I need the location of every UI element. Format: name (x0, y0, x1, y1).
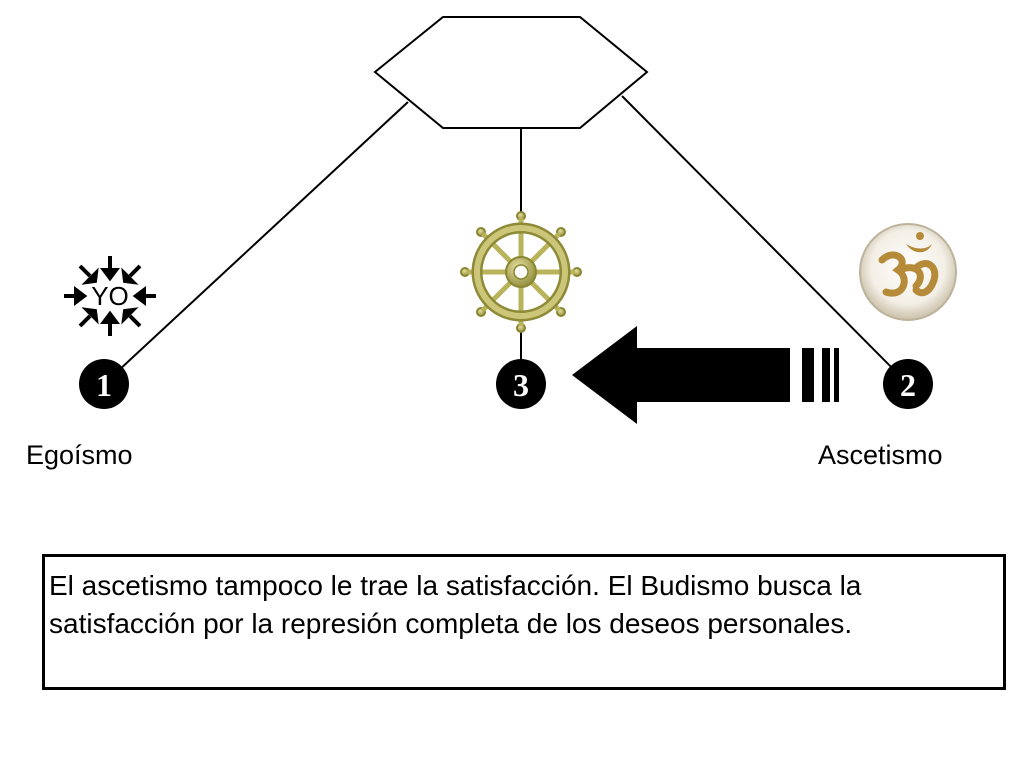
caption-box: El ascetismo tampoco le trae la satisfac… (42, 554, 1006, 690)
connector-line-left (103, 101, 409, 385)
node-2-label: Ascetismo (818, 440, 943, 470)
hexagon-goal (373, 16, 649, 129)
node-3-number: 3 (513, 367, 529, 403)
caption-text: El ascetismo tampoco le trae la satisfac… (49, 570, 862, 639)
yo-text: YO (91, 281, 129, 311)
node-1-number: 1 (96, 367, 112, 403)
node-2-number: 2 (900, 367, 916, 403)
arrow-left (572, 326, 839, 424)
om-symbol-icon (859, 223, 957, 321)
connector-line-right (621, 95, 909, 385)
node-1-label: Egoísmo (26, 440, 133, 470)
yo-sun-icon: YO (64, 256, 156, 336)
node-1: 1 (79, 359, 129, 409)
node-2: 2 (883, 359, 933, 409)
dharma-wheel-icon (460, 211, 582, 333)
node-3: 3 (496, 359, 546, 409)
